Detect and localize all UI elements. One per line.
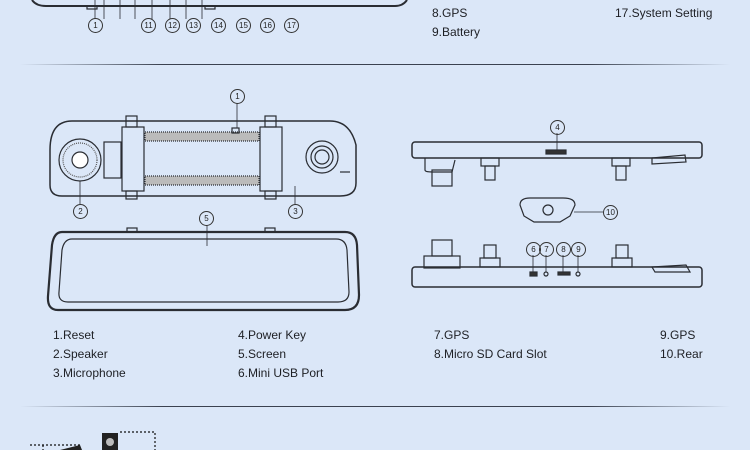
callout-gps-2: 9: [571, 242, 586, 257]
legend-battery: 9.Battery: [432, 25, 481, 39]
callout-power-key: 4: [550, 120, 565, 135]
callout-speaker: 2: [73, 204, 88, 219]
section-divider: [20, 64, 730, 65]
legend-screen: 5.Screen: [238, 347, 287, 361]
legend-sd-slot: 8.Micro SD Card Slot: [434, 347, 547, 361]
camera-icon: [60, 433, 118, 450]
callout-17: 17: [284, 18, 299, 33]
callout-gps: 7: [539, 242, 554, 257]
legend-reset: 1.Reset: [53, 328, 95, 342]
callout-screen: 5: [199, 211, 214, 226]
callout-13: 13: [186, 18, 201, 33]
mirror-back-drawing: [49, 115, 357, 200]
callout-15: 15: [236, 18, 251, 33]
callout-sd: 8: [556, 242, 571, 257]
callout-16: 16: [260, 18, 275, 33]
section-divider-2: [20, 406, 730, 407]
legend-gps: 8.GPS: [432, 6, 468, 20]
mirror-bottom-view-drawing: [411, 239, 703, 288]
mirror-top-view-drawing: [411, 141, 703, 187]
callout-reset: 1: [230, 89, 245, 104]
legend-microphone: 3.Microphone: [53, 366, 126, 380]
legend-speaker: 2.Speaker: [53, 347, 108, 361]
callout-microphone: 3: [288, 204, 303, 219]
legend-gps-7: 7.GPS: [434, 328, 470, 342]
legend-system-setting: 17.System Setting: [615, 6, 713, 20]
legend-gps-9: 9.GPS: [660, 328, 696, 342]
callout-rear: 10: [603, 205, 618, 220]
callout-12: 12: [165, 18, 180, 33]
bottom-partial-drawing: [30, 431, 156, 450]
callout-1-top: 1: [88, 18, 103, 33]
mirror-screen-drawing: [46, 227, 361, 312]
legend-mini-usb: 6.Mini USB Port: [238, 366, 324, 380]
callout-14: 14: [211, 18, 226, 33]
legend-rear: 10.Rear: [660, 347, 703, 361]
legend-power-key: 4.Power Key: [238, 328, 307, 342]
callout-11: 11: [141, 18, 156, 33]
rear-camera-drawing: [519, 197, 576, 223]
top-device-edge: [31, 0, 408, 10]
